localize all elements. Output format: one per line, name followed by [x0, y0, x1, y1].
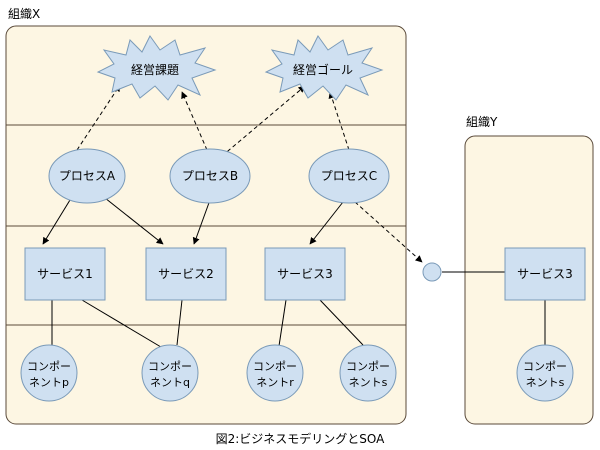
figure-caption: 図2:ビジネスモデリングとSOA [216, 431, 386, 446]
org-y-service-label: サービス3 [517, 267, 573, 281]
org-y-component-line1: コンポー [523, 360, 567, 373]
service-2-label: サービス2 [158, 267, 214, 281]
component-q-node: コンポー ネントq [141, 344, 199, 402]
component-s-line2: ネントs [349, 376, 388, 389]
component-p-line1: コンポー [27, 360, 71, 373]
process-b-label: プロセスB [182, 169, 238, 183]
connector-processB-to-service2 [192, 199, 211, 245]
service-1-node: サービス1 [24, 247, 106, 301]
connector-service3-to-compR [278, 299, 287, 347]
service-3-node: サービス3 [264, 247, 346, 301]
process-c-node: プロセスC [308, 148, 390, 204]
process-a-label: プロセスA [59, 169, 116, 183]
connector-processA-to-service2 [104, 197, 164, 245]
goal-issue-label: 経営課題 [131, 62, 179, 77]
org-y-component-line2: ネントs [526, 376, 565, 389]
service-1-label: サービス1 [37, 267, 93, 281]
goal-target-node: 経営ゴール [264, 35, 384, 101]
org-y-service-node: サービス3 [504, 247, 586, 301]
component-q-line2: ネントq [150, 376, 190, 389]
org-y-component-node: コンポー ネントs [516, 344, 574, 402]
connector-processC-to-service3 [309, 201, 344, 245]
process-a-node: プロセスA [48, 148, 126, 204]
org-y-label: 組織Y [466, 115, 498, 129]
component-s-node: コンポー ネントs [339, 344, 397, 402]
service-interface-node [422, 262, 442, 282]
process-c-label: プロセスC [321, 169, 377, 183]
component-s-line1: コンポー [346, 360, 390, 373]
component-r-node: コンポー ネントr [246, 344, 304, 402]
goal-issue-node: 経営課題 [96, 35, 217, 101]
component-p-node: コンポー ネントp [20, 344, 78, 402]
process-b-node: プロセスB [169, 148, 251, 204]
connector-service2-to-compQ [176, 299, 183, 346]
connector-service1-to-compQ [81, 299, 167, 351]
connector-processB-to-issue [181, 91, 208, 151]
connector-processA-to-service1 [42, 199, 71, 245]
service-3-label: サービス3 [277, 267, 333, 281]
component-p-line2: ネントp [29, 376, 69, 389]
connector-service3-to-compS [319, 299, 364, 346]
connector-processC-to-goal [328, 91, 350, 151]
connector-processC-to-interface [354, 201, 423, 263]
org-x-label: 組織X [8, 7, 40, 21]
component-q-line1: コンポー [148, 360, 192, 373]
component-r-line1: コンポー [253, 360, 297, 373]
service-2-node: サービス2 [145, 247, 227, 301]
component-r-line2: ネントr [256, 376, 294, 389]
goal-target-label: 経営ゴール [293, 62, 353, 77]
connector-processA-to-issue [76, 84, 121, 151]
